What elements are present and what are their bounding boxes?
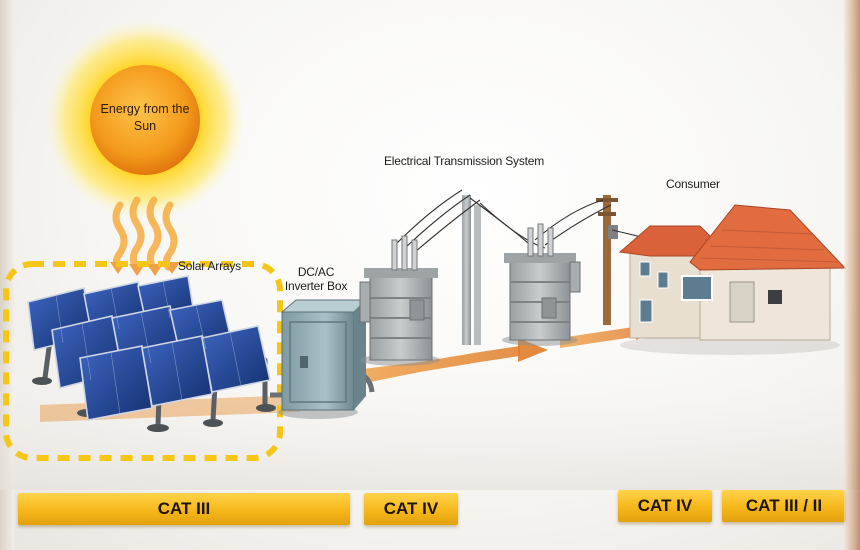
inverter-box-icon bbox=[278, 299, 368, 419]
house-icon bbox=[618, 204, 847, 355]
solar-arrays-label: Solar Arrays bbox=[178, 259, 241, 273]
transformer-icon bbox=[359, 223, 581, 366]
power-pole-icon bbox=[462, 195, 618, 345]
cat-badge-consumer: CAT III / II bbox=[722, 490, 846, 522]
transmission-label: Electrical Transmission System bbox=[384, 154, 545, 168]
solar-panel-icon bbox=[27, 275, 276, 432]
inverter-box-label: DC/AC Inverter Box bbox=[284, 265, 348, 293]
consumer-label: Consumer bbox=[666, 177, 720, 191]
solar-arrays-highlight bbox=[3, 261, 283, 461]
heat-waves-icon bbox=[112, 196, 178, 271]
cat-badge-inverter: CAT IV bbox=[364, 493, 458, 525]
sun-icon bbox=[45, 20, 245, 220]
cat-badge-solar: CAT III bbox=[18, 493, 350, 525]
sun-label: Energy from the Sun bbox=[100, 102, 190, 133]
cat-badge-transmission: CAT IV bbox=[618, 490, 712, 522]
